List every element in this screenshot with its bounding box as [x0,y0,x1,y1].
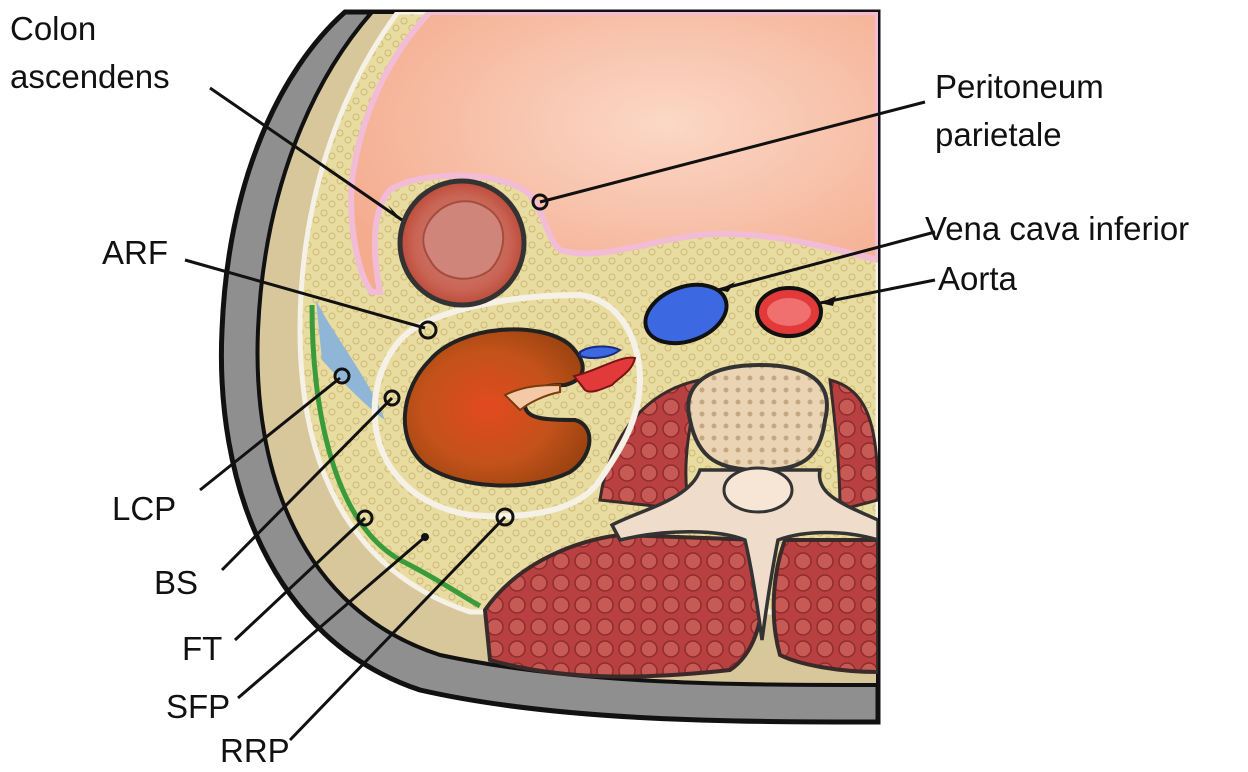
label-rrp: RRP [220,732,290,767]
label-sfp: SFP [166,688,230,725]
erector-muscle-right [774,540,878,672]
label-aorta: Aorta [938,260,1018,297]
label-arf: ARF [102,234,168,271]
label-ft: FT [182,630,222,667]
label-peritoneum-line1: Peritoneum [935,68,1104,105]
vertebral-body [688,365,827,470]
label-vena-cava: Vena cava inferior [925,210,1189,247]
label-peritoneum-line2: parietale [935,116,1062,153]
spinal-canal [724,468,792,512]
colon-lumen [423,201,503,278]
label-bs: BS [154,564,198,601]
label-colon-line2: ascendens [10,58,170,95]
label-lcp: LCP [112,490,176,527]
sfp-dot [421,533,429,541]
label-colon-line1: Colon [10,10,96,47]
aorta-lumen [767,298,811,326]
